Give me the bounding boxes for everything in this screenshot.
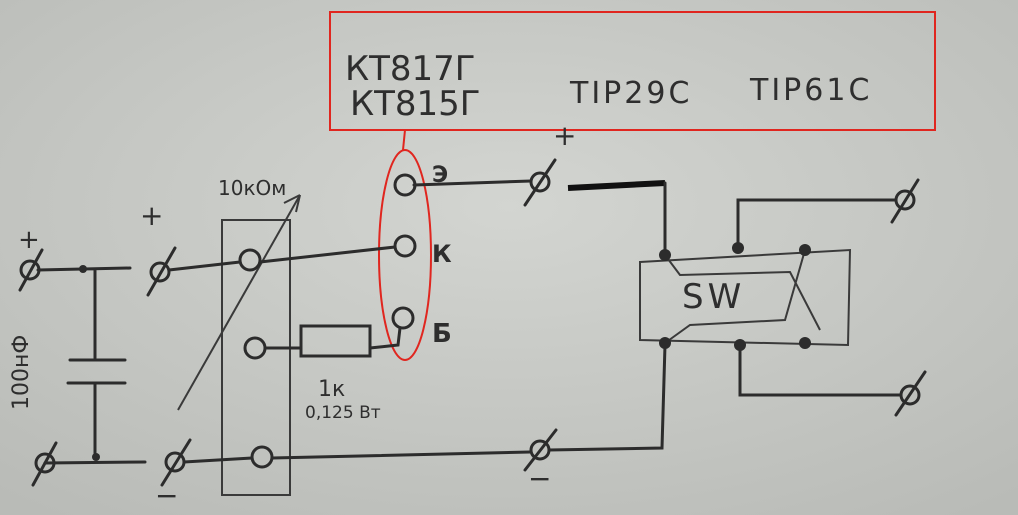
thick-wire [567, 180, 666, 191]
transistor-type-tip61c: TIP61C [749, 73, 872, 108]
pot-minus-sign: − [155, 479, 178, 512]
capacitor [36, 265, 147, 465]
switch-junctions [659, 242, 811, 351]
arrow-head-icon [283, 194, 301, 213]
switch-wiring [663, 181, 902, 397]
switch-body [639, 248, 852, 347]
transistor-type-kt815: КТ815Г [350, 84, 481, 124]
potentiometer-body [221, 219, 291, 496]
capacitor-value: 100нФ [9, 335, 34, 410]
switch-contacts [664, 249, 821, 344]
pin-base-label: Б [432, 319, 452, 349]
transistor-type-tip29c: TIP29C [569, 76, 692, 111]
output-plus-sign: + [553, 119, 576, 152]
transistor-types-highlight-box [329, 11, 936, 131]
terminal-pot-plus [146, 246, 177, 297]
resistor-power: 0,125 Вт [305, 403, 381, 423]
pin-collector-label: К [432, 240, 452, 268]
terminal-input-plus [18, 248, 44, 292]
transistor-type-kt817: КТ817Г [345, 49, 476, 89]
terminals [18, 158, 927, 487]
potentiometer-arrow [177, 194, 301, 411]
resistor-value: 1к [318, 377, 345, 402]
output-minus-sign: − [528, 462, 551, 495]
highlight-connector [402, 129, 406, 151]
potentiometer-value: 10кОм [218, 176, 286, 200]
wires [167, 179, 667, 464]
resistor [299, 324, 372, 358]
pin-emitter-label: Э [432, 163, 448, 188]
transistor-pins [391, 173, 417, 330]
switch-label: SW [682, 277, 745, 317]
transistor-pins-highlight [378, 149, 432, 361]
terminal-input-minus [31, 441, 58, 487]
input-plus-sign: + [18, 225, 40, 255]
pot-plus-sign: + [140, 199, 163, 232]
